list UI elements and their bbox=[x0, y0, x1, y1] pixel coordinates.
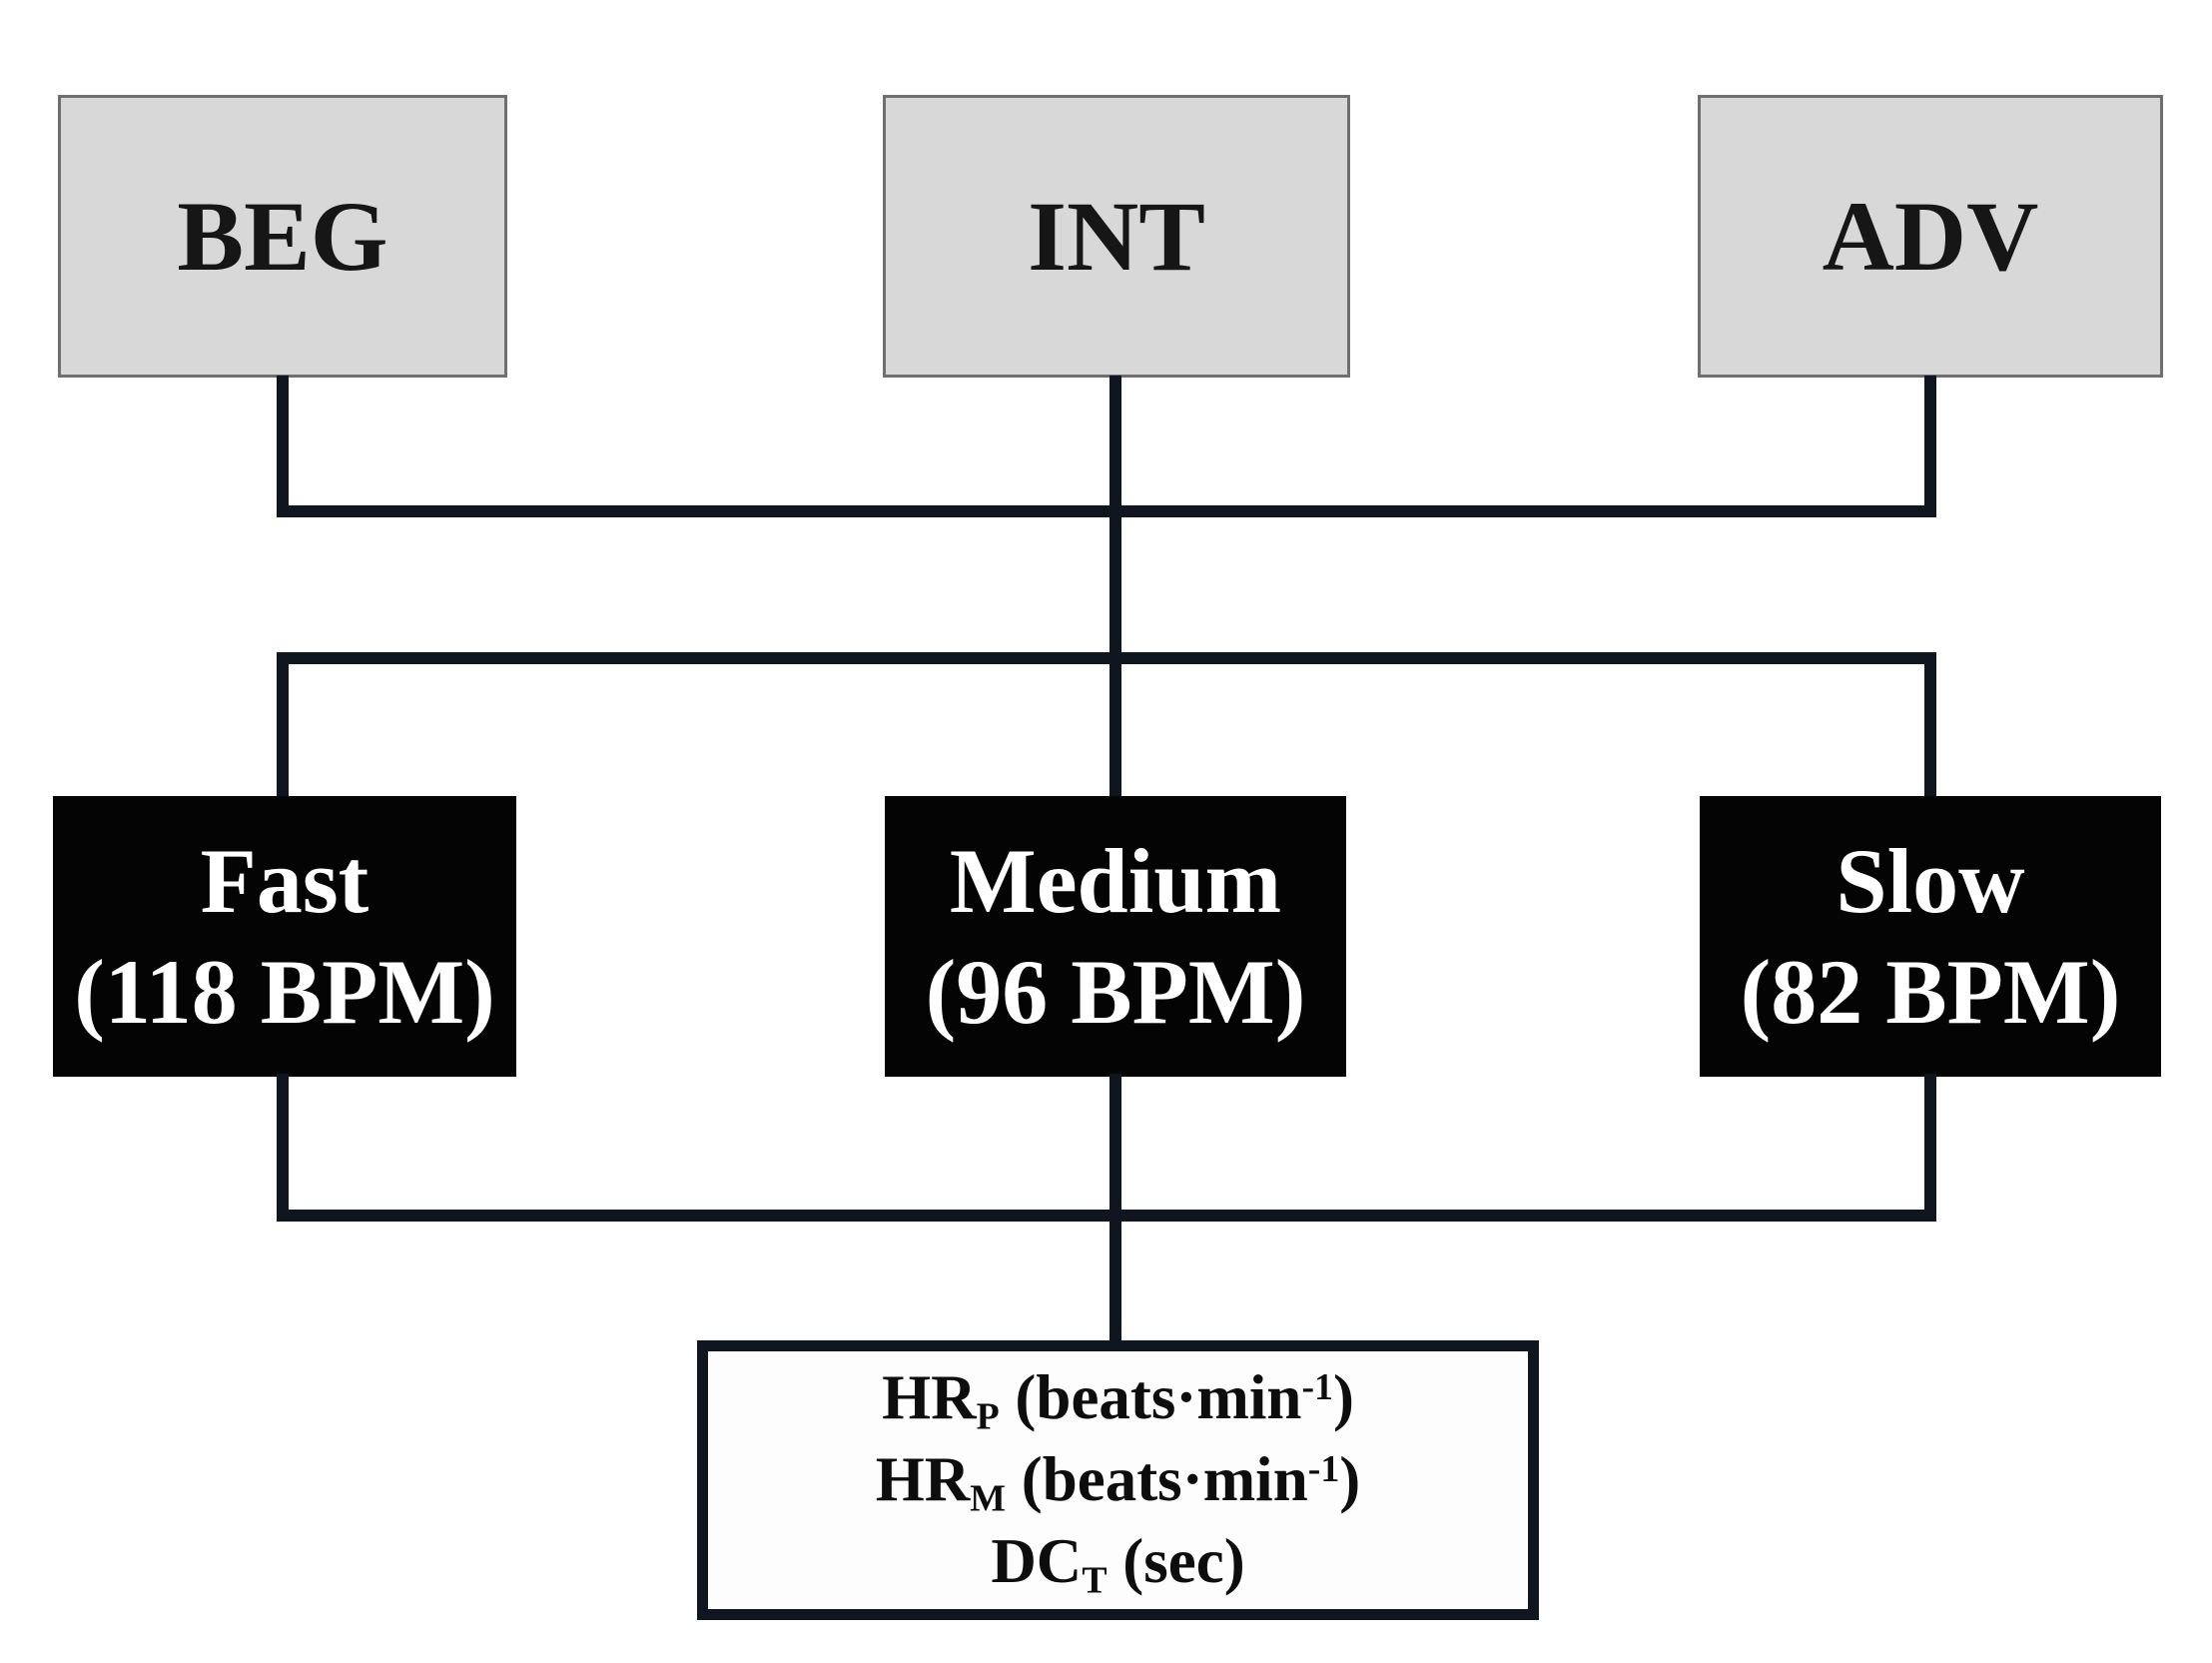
connector-fast-down bbox=[277, 1074, 289, 1222]
tempo-bpm-medium: (96 BPM) bbox=[925, 940, 1306, 1043]
outcome-base: HR bbox=[882, 1362, 977, 1433]
tempo-name-slow: Slow bbox=[1836, 830, 2025, 933]
connector-adv-down bbox=[1924, 376, 1936, 517]
outcome-unit: (sec) bbox=[1106, 1525, 1245, 1596]
outcome-line-hrp: HRP (beats·min-1) bbox=[882, 1357, 1354, 1439]
connector-slow-down bbox=[1924, 1074, 1936, 1222]
level-box-beg: BEG bbox=[58, 95, 507, 378]
outcome-line-hrm: HRM (beats·min-1) bbox=[876, 1439, 1360, 1521]
outcome-superscript: -1 bbox=[1307, 1448, 1340, 1491]
tempo-box-fast: Fast (118 BPM) bbox=[53, 796, 516, 1077]
level-box-adv: ADV bbox=[1698, 95, 2163, 378]
outcomes-box: HRP (beats·min-1) HRM (beats·min-1) DCT … bbox=[697, 1340, 1539, 1620]
outcome-unit-close: ) bbox=[1332, 1362, 1354, 1433]
connector-tempos-rail bbox=[277, 652, 1936, 664]
outcome-subscript: P bbox=[976, 1395, 1000, 1438]
tempo-bpm-slow: (82 BPM) bbox=[1740, 940, 2121, 1043]
tempo-name-medium: Medium bbox=[949, 830, 1282, 933]
outcome-base: DC bbox=[991, 1525, 1083, 1596]
connector-int-down bbox=[1109, 376, 1121, 799]
level-label-adv: ADV bbox=[1822, 181, 2039, 292]
connector-fast-up bbox=[277, 652, 289, 798]
outcome-base: HR bbox=[875, 1444, 971, 1515]
connector-outcomes-rail bbox=[277, 1210, 1936, 1222]
outcome-unit-close: ) bbox=[1339, 1444, 1361, 1515]
outcome-unit: (beats·min bbox=[999, 1362, 1302, 1433]
tempo-box-medium: Medium (96 BPM) bbox=[885, 796, 1346, 1077]
connector-medium-down bbox=[1109, 1074, 1121, 1343]
outcome-subscript: T bbox=[1082, 1559, 1107, 1602]
level-label-beg: BEG bbox=[177, 181, 388, 292]
connector-slow-up bbox=[1924, 652, 1936, 798]
tempo-bpm-fast: (118 BPM) bbox=[74, 940, 495, 1043]
outcome-unit: (beats·min bbox=[1005, 1444, 1308, 1515]
tempo-box-slow: Slow (82 BPM) bbox=[1700, 796, 2161, 1077]
connector-beg-down bbox=[277, 376, 289, 517]
connector-levels-rail bbox=[277, 505, 1936, 517]
outcome-superscript: -1 bbox=[1301, 1366, 1333, 1409]
outcome-subscript: M bbox=[970, 1477, 1006, 1520]
level-label-int: INT bbox=[1028, 181, 1205, 292]
outcome-line-dct: DCT (sec) bbox=[991, 1521, 1244, 1603]
tempo-name-fast: Fast bbox=[200, 830, 369, 933]
level-box-int: INT bbox=[883, 95, 1350, 378]
